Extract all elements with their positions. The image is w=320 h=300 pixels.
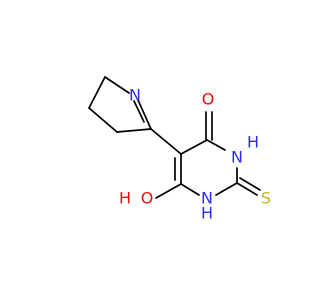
- bond-ring5-top: [104, 76, 130, 94]
- bond-ring-link: [150, 128, 182, 155]
- atom-n-pyrroline: N: [129, 86, 141, 105]
- bond-ring5-bottom: [116, 128, 152, 133]
- bond-c5-c4: [180, 139, 208, 155]
- atom-h-n3: H: [247, 133, 259, 152]
- bond-c2-n1: [215, 182, 238, 196]
- bond-c4-n3: [206, 139, 226, 151]
- atom-o-carbonyl: O: [202, 90, 215, 109]
- atom-h-n1: H: [201, 204, 213, 223]
- bond-ring5-left: [88, 76, 106, 109]
- bond-c2-s-b: [239, 177, 261, 191]
- atom-n1: N: [201, 189, 213, 208]
- structure-diagram: N O N H S N H O H: [88, 76, 271, 223]
- atom-n3: N: [231, 148, 243, 167]
- bond-c-n-double-b: [133, 100, 145, 123]
- bond-n1-c6: [180, 183, 200, 196]
- atom-s-thione: S: [261, 189, 271, 208]
- bond-ring5-bottom-left: [88, 107, 118, 133]
- bond-c-n-double-a: [137, 99, 152, 130]
- bond-c2-s-a: [236, 182, 258, 196]
- molecule-drawing: N O N H S N H O H: [88, 76, 271, 223]
- bond-c6-oh: [155, 183, 182, 199]
- atom-o-hydroxy: O: [141, 189, 154, 208]
- atom-h-hydroxy: H: [119, 189, 131, 208]
